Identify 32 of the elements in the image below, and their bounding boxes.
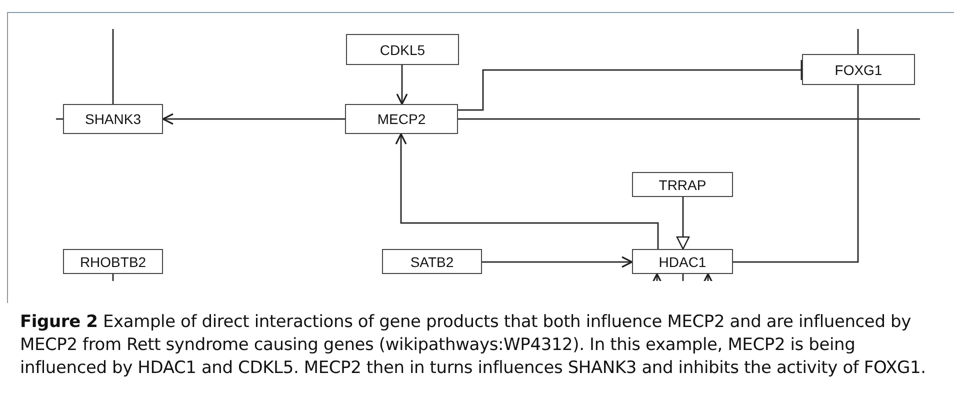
arrow bbox=[651, 273, 663, 281]
gene-box bbox=[632, 249, 733, 274]
gene-box bbox=[345, 104, 458, 134]
gene-label: CDKL5 bbox=[380, 42, 426, 58]
gene-box bbox=[382, 249, 482, 274]
gene-box bbox=[632, 172, 733, 197]
connector-line bbox=[458, 118, 920, 120]
gene-box bbox=[802, 54, 915, 85]
connector-line bbox=[733, 85, 859, 263]
connector-line bbox=[112, 29, 114, 104]
gene-label: FOXG1 bbox=[834, 62, 882, 78]
connector-line bbox=[857, 29, 859, 54]
arrow bbox=[482, 256, 633, 268]
gene-label: TRRAP bbox=[658, 176, 706, 192]
connector-line bbox=[682, 274, 684, 281]
gene-box bbox=[63, 104, 163, 134]
gene-label: SHANK3 bbox=[84, 111, 142, 127]
inhibition-line bbox=[458, 58, 804, 111]
arrow bbox=[702, 273, 714, 281]
gene-box bbox=[63, 249, 163, 274]
connector-line bbox=[112, 274, 114, 281]
figure-caption: Figure 2 Example of direct interactions of gene products that both influence MECP2 and are influenced by MECP2 from Rett syndrome causing genes (wikipathways:WP4312). In this example, MECP2 is being influenced by HDAC1 and CDKL5. MECP2 then in turns influences SHANK3 and inhibits the activity of FOXG1. bbox=[20, 311, 927, 380]
gene-label: RHOBTB2 bbox=[80, 254, 146, 270]
gene-label: MECP2 bbox=[377, 111, 426, 127]
arrow bbox=[395, 133, 659, 249]
gene-label: SATB2 bbox=[410, 254, 454, 270]
gene-box bbox=[346, 34, 459, 65]
arrow bbox=[162, 113, 345, 125]
connector-line bbox=[56, 118, 63, 120]
arrow bbox=[676, 197, 690, 250]
gene-label: HDAC1 bbox=[658, 254, 706, 270]
arrow bbox=[396, 65, 408, 105]
